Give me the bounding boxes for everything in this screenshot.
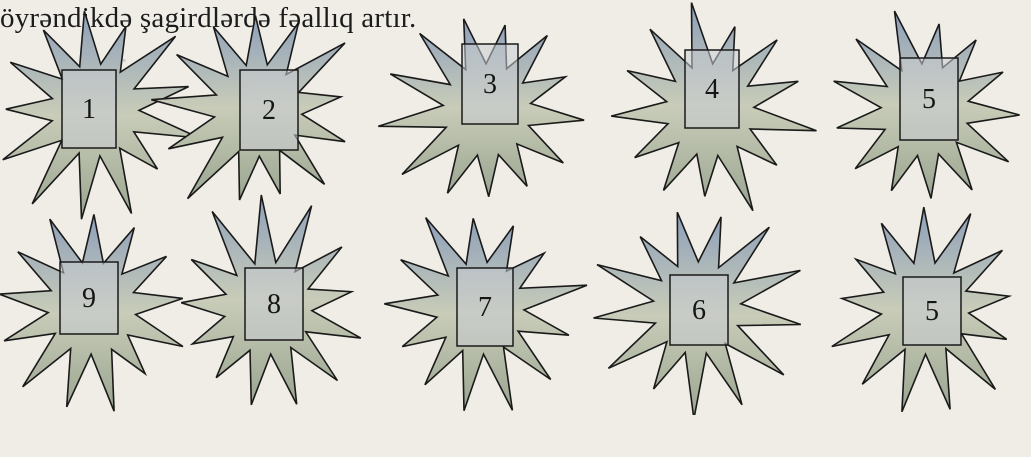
card-number: 4 [705,74,719,105]
card-number: 6 [692,295,706,326]
card-number: 1 [82,94,96,125]
card-number: 3 [483,69,497,100]
star-card: 9 [0,214,183,411]
star-card: 8 [181,195,361,405]
star-card: 2 [151,16,345,200]
card-number: 5 [922,84,936,115]
star-card: 5 [832,207,1009,412]
star-card: 1 [3,11,200,219]
card-number: 2 [262,95,276,126]
card-number: 8 [267,289,281,320]
star-card-grid: 1 2 3 4 5 9 8 7 6 5 [0,0,1031,415]
card-number: 9 [82,283,96,314]
card-number: 7 [478,292,492,323]
textbook-page: · öyrəndikdə şagirdlərdə fəallıq artır. … [0,0,1031,415]
star-card: 6 [594,212,801,415]
star-card: 5 [834,11,1020,198]
star-card: 7 [384,218,587,411]
card-number: 5 [925,296,939,327]
star-card: 4 [611,3,816,211]
star-card: 3 [378,19,584,197]
